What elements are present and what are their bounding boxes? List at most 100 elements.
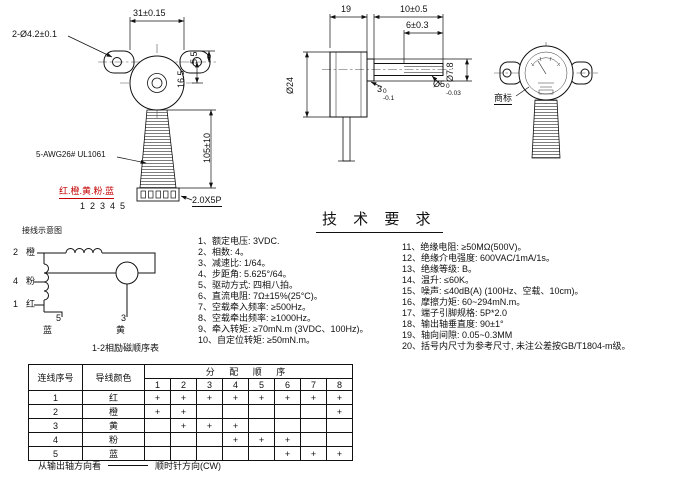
dim-flat-length-label: 6±0.3: [406, 20, 429, 30]
top-view-drawing: [494, 42, 598, 159]
wiring-table-caption: 1-2相励磁顺序表: [92, 343, 160, 353]
side-view-drawing: [303, 14, 472, 162]
wire-spec-label: 5-AWG26# UL1061: [36, 150, 106, 159]
col-wire-color-header: 导线颜色: [82, 364, 145, 391]
terminal-tab: [342, 116, 351, 162]
pin5-color: 蓝: [43, 325, 53, 335]
pin2-number: 2: [13, 247, 19, 257]
tech-requirements-title: 技 术 要 求: [316, 208, 443, 233]
excitation-mark-cell: +: [222, 390, 249, 405]
tech-list-right: 11、绝缘电阻: ≥50MΩ(500V)。12、绝缘介电强度: 600VAC/1…: [402, 242, 631, 352]
tech-requirement-item: 8、空载牵出频率: ≥1000Hz。: [198, 313, 316, 323]
excitation-mark-cell: [300, 404, 327, 419]
tech-requirement-item: 2、相数: 4。: [198, 247, 250, 257]
excitation-mark-cell: +: [274, 390, 301, 405]
excitation-mark-cell: +: [170, 404, 197, 419]
shaft-tolerance-upper: 0: [446, 83, 450, 90]
tech-requirement-item: 13、绝缘等级: B。: [402, 264, 478, 274]
excitation-mark-cell: [196, 404, 223, 419]
excitation-mark-cell: [274, 418, 301, 433]
wire-color-cell: 黄: [82, 418, 145, 433]
wire-number-cell: 3: [28, 418, 83, 433]
tech-requirement-item: 6、直流电阻: 7Ω±15%(25°C)。: [198, 291, 323, 301]
step-header-cell: 2: [170, 378, 197, 391]
excitation-mark-cell: [222, 446, 249, 461]
excitation-mark-cell: [196, 432, 223, 447]
wire-colors-label: 红.橙.黄.粉.蓝: [59, 186, 115, 199]
excitation-mark-cell: [222, 404, 249, 419]
excitation-mark-cell: +: [274, 432, 301, 447]
shaft-boss: [366, 58, 375, 82]
motor-body-side: [329, 51, 368, 118]
wire-number-cell: 2: [28, 404, 83, 419]
boss-tolerance-lower: -0.1: [383, 94, 395, 102]
col-wire-number-header: 连线序号: [28, 364, 83, 391]
excitation-mark-cell: +: [248, 390, 275, 405]
tech-requirement-item: 5、驱动方式: 四相八拍。: [198, 280, 299, 290]
mounting-ear-left: [103, 50, 135, 74]
tech-requirement-item: 11、绝缘电阻: ≥50MΩ(500V)。: [402, 242, 527, 252]
excitation-mark-cell: [248, 446, 275, 461]
dim-wire-length-label: 105±10: [202, 133, 212, 163]
tech-requirement-item: 4、步距角: 5.625°/64。: [198, 269, 292, 279]
excitation-mark-cell: [326, 432, 353, 447]
footer-view-text: 从输出轴方向看: [38, 461, 102, 471]
dim-5-5-label: 5.5: [189, 51, 199, 64]
wire-color-cell: 粉: [82, 432, 145, 447]
pilot-boss: [147, 73, 167, 93]
excitation-mark-cell: [144, 418, 171, 433]
excitation-mark-cell: +: [326, 446, 353, 461]
excitation-mark-cell: +: [196, 390, 223, 405]
boss-tolerance-upper: 0: [383, 88, 387, 95]
step-header-cell: 3: [196, 378, 223, 391]
tech-requirement-item: 7、空载牵入频率: ≥500Hz。: [198, 302, 311, 312]
pin2-color: 橙: [26, 247, 36, 257]
wire-ribbon-top: [531, 99, 561, 159]
footer-direction-text: 顺时针方向(CW): [155, 461, 222, 471]
dim-16-5-label: 16.5: [176, 70, 186, 88]
shaft-tolerance-lower: -0.03: [446, 89, 461, 97]
tech-requirement-item: 17、端子引脚规格: 5P*2.0: [402, 308, 508, 318]
boss-height-value: 3: [377, 84, 383, 94]
step-header-cell: 6: [274, 378, 301, 391]
excitation-mark-cell: +: [144, 404, 171, 419]
tech-requirement-item: 14、温升: ≤60K。: [402, 275, 474, 285]
tech-requirement-item: 12、绝缘介电强度: 600VAC/1mA/1s。: [402, 253, 555, 263]
excitation-mark-cell: [300, 418, 327, 433]
tech-requirement-item: 9、牵入转矩: ≥70mN.m (3VDC、100Hz)。: [198, 324, 369, 334]
pin5-number: 5: [56, 313, 62, 323]
connector-housing: [136, 187, 180, 202]
rotation-direction-note: 从输出轴方向看 顺时针方向(CW): [38, 459, 221, 472]
excitation-mark-cell: +: [170, 418, 197, 433]
tech-requirement-item: 3、减速比: 1/64。: [198, 258, 271, 268]
mounting-hole-left: [112, 57, 122, 67]
pin4-number: 4: [13, 276, 19, 286]
wire-ribbon-front: [139, 109, 177, 189]
excitation-mark-cell: +: [326, 404, 353, 419]
output-shaft-front: [151, 77, 163, 89]
tech-requirement-item: 19、轴向间隙: 0.05~0.3MM: [402, 330, 513, 340]
front-view-drawing: [67, 17, 216, 202]
table-header-row: 连线序号 导线颜色 分 配 顺 序: [28, 364, 353, 391]
output-shaft-side: [373, 63, 444, 76]
motor-body-top: [518, 45, 574, 101]
footer-divider-line: [108, 465, 149, 466]
tech-requirement-item: 10、自定位转矩: ≥50mN.m。: [198, 335, 315, 345]
excitation-mark-cell: [170, 432, 197, 447]
wire-number-cell: 1: [28, 390, 83, 405]
dim-depth-label: 19: [341, 4, 352, 14]
excitation-mark-cell: +: [222, 432, 249, 447]
col-order-header: 分 配 顺 序: [144, 364, 353, 379]
wiring-title: 接线示意图: [22, 226, 62, 235]
